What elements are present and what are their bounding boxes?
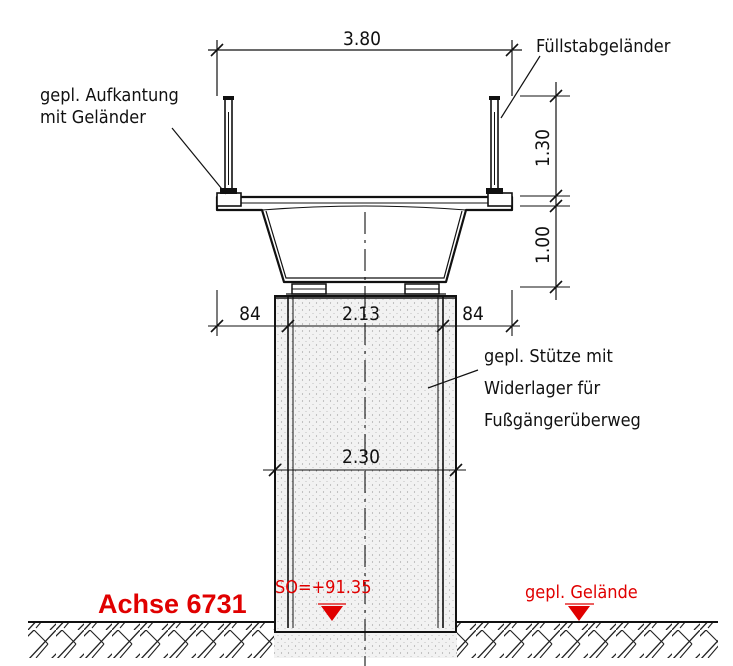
label-railing-right: Füllstabgeländer: [536, 36, 671, 57]
label-column-line1: gepl. Stütze mit: [484, 346, 613, 367]
dimension-offset-right-label: 84: [462, 303, 484, 325]
dimension-railing-height-label: 1.30: [532, 129, 554, 167]
railing-right: [486, 96, 503, 194]
label-column-line3: Fußgängerüberweg: [484, 410, 641, 431]
level-top-of-ground: SO=+91.35: [275, 577, 372, 598]
dimension-deck-width-label: 3.80: [343, 28, 381, 50]
railing-right-foot: [486, 188, 503, 194]
level-marker-right: [568, 606, 590, 621]
upstand-right: [487, 192, 513, 207]
dimension-deck-width: 3.80: [208, 28, 522, 96]
axis-label: Achse 6731: [98, 589, 247, 619]
railing-left: [220, 96, 237, 194]
deck-soffit-curve: [261, 205, 467, 211]
label-column-line2: Widerlager für: [484, 378, 600, 399]
dimension-column-width-label: 2.30: [342, 446, 380, 468]
dimension-bearing-row: 84 2.13 84: [208, 290, 520, 336]
dimension-offset-left-label: 84: [239, 303, 261, 325]
deck-section: [215, 192, 514, 284]
label-upstand-line2: mit Geländer: [40, 107, 146, 128]
upstand-left: [216, 192, 242, 207]
dimension-bearing-spacing-label: 2.13: [342, 303, 380, 325]
leader-column: [427, 369, 479, 389]
bearings: [286, 283, 446, 295]
railing-left-cap: [223, 96, 234, 100]
leader-railing-right: [500, 55, 541, 119]
railing-left-foot: [220, 188, 237, 194]
railing-right-cap: [489, 96, 500, 100]
dimension-column-width: 2.30: [263, 446, 466, 477]
dimension-vertical: 1.30 1.00: [520, 82, 570, 300]
level-marker-left: [321, 606, 343, 621]
leader-upstand-left: [171, 127, 227, 195]
level-ground: gepl. Gelände: [525, 582, 638, 603]
label-upstand-line1: gepl. Aufkantung: [40, 85, 179, 106]
dimension-deck-depth-label: 1.00: [532, 226, 554, 264]
